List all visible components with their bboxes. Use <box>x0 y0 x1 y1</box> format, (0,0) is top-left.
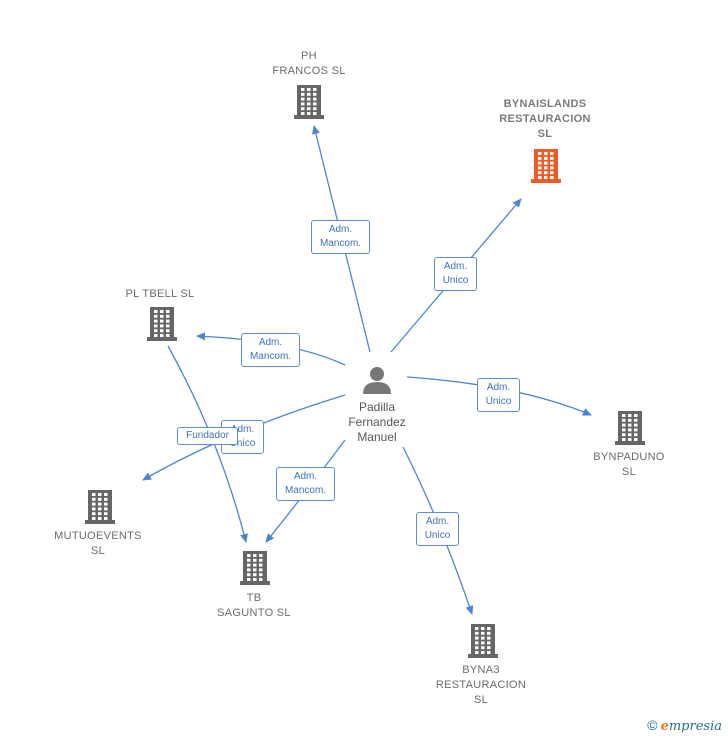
company-label-tb-sagunto[interactable]: TB SAGUNTO SL <box>217 592 291 619</box>
company-label-byna3[interactable]: BYNA3 RESTAURACION SL <box>435 664 527 706</box>
building-icon[interactable] <box>531 149 561 183</box>
building-icon[interactable] <box>240 551 270 585</box>
edge-tag-byna3[interactable]: Adm. Unico <box>416 512 459 546</box>
company-label-mutuoevents[interactable]: MUTUOEVENTS SL <box>54 530 142 557</box>
building-icon[interactable] <box>294 85 324 119</box>
empresia-credit: ©empresia <box>647 717 722 734</box>
company-label-pl-tbell[interactable]: PL TBELL SL <box>125 288 195 300</box>
edge-tag-tb-sagunto[interactable]: Adm. Mancom. <box>276 467 335 501</box>
edge-tag-tb-sagunto[interactable]: Fundador <box>177 427 238 445</box>
edge-tag-bynpaduno[interactable]: Adm. Unico <box>477 378 520 412</box>
company-label-bynpaduno[interactable]: BYNPADUNO SL <box>593 451 665 478</box>
building-icon[interactable] <box>615 411 645 445</box>
empresia-logo: empresia <box>660 719 722 734</box>
building-icon[interactable] <box>147 307 177 341</box>
person-label[interactable]: Padilla Fernandez Manuel <box>348 400 406 444</box>
company-label-bynaislands[interactable]: BYNAISLANDS RESTAURACION SL <box>499 98 591 140</box>
company-label-ph-francos[interactable]: PH FRANCOS SL <box>272 50 346 77</box>
building-icon[interactable] <box>85 490 115 524</box>
edge-tag-pl-tbell[interactable]: Adm. Mancom. <box>241 333 300 367</box>
edge-tag-bynaislands[interactable]: Adm. Unico <box>434 257 477 291</box>
copyright-symbol: © <box>647 717 658 733</box>
building-icon[interactable] <box>468 624 498 658</box>
edge-tag-ph-francos[interactable]: Adm. Mancom. <box>311 220 370 254</box>
person-icon[interactable] <box>363 367 391 394</box>
